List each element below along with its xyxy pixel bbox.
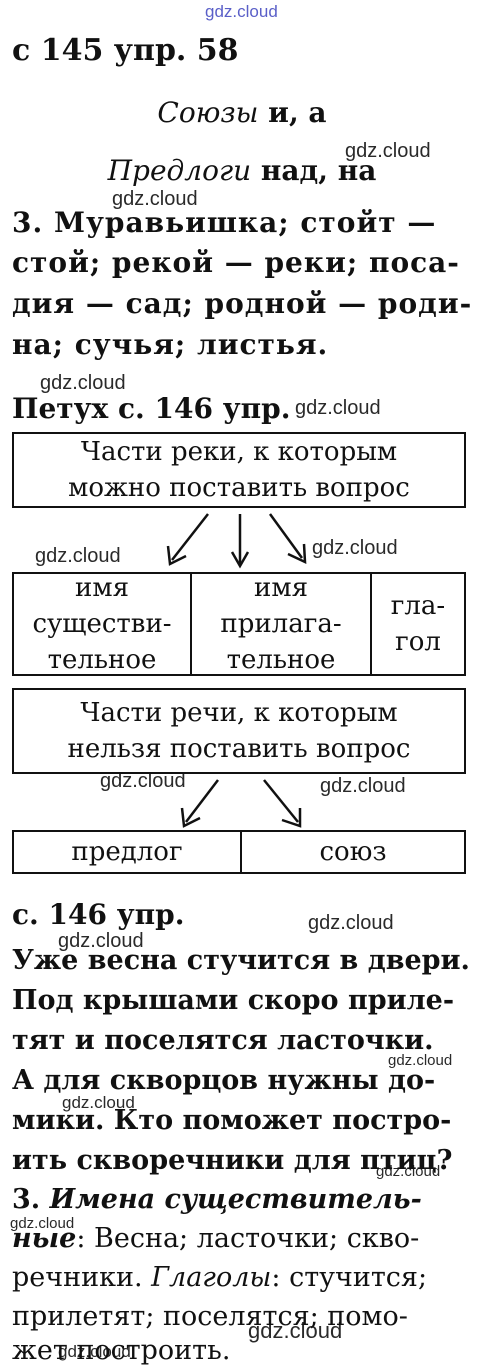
preposition-cell: предлог bbox=[12, 830, 242, 874]
watermark: gdz.cloud bbox=[10, 1215, 75, 1232]
text-line: речники. Глаголы: стучится; bbox=[12, 1261, 427, 1295]
section-heading: Петух с. 146 упр. bbox=[12, 392, 291, 425]
arrows-bottom bbox=[180, 779, 302, 828]
nouns-label-end: ные bbox=[12, 1223, 77, 1254]
cell-line: имя bbox=[75, 573, 129, 603]
adjective-cell: имя прилага- тельное bbox=[190, 572, 372, 676]
watermark: gdz.cloud bbox=[295, 397, 381, 419]
noun-cell: имя существи- тельное bbox=[12, 572, 192, 676]
watermark: gdz.cloud bbox=[320, 775, 406, 797]
conjunctions-label: Союзы bbox=[157, 96, 259, 129]
section-heading: с. 146 упр. bbox=[12, 898, 185, 931]
exercise-heading: с 145 упр. 58 bbox=[12, 33, 239, 68]
text-line: на; сучья; листья. bbox=[12, 328, 329, 361]
box-line: Части речи, к которым bbox=[80, 698, 398, 728]
conjunctions-line: Союзы и, а bbox=[0, 96, 484, 130]
text-line: Под крышами скоро приле- bbox=[12, 985, 455, 1016]
verbs-label: Глаголы bbox=[151, 1262, 272, 1293]
watermark: gdz.cloud bbox=[376, 1163, 441, 1180]
watermark: gdz.cloud bbox=[35, 545, 121, 567]
text-line: ные: Весна; ласточки; скво- bbox=[12, 1222, 419, 1256]
text-line: прилетят; поселятся; помо- bbox=[12, 1301, 408, 1332]
watermark: gdz.cloud bbox=[388, 1052, 453, 1069]
box-line: нельзя поставить вопрос bbox=[67, 734, 411, 764]
watermark: gdz.cloud bbox=[312, 537, 398, 559]
text-line: А для скворцов нужны до- bbox=[12, 1065, 436, 1096]
text-line: мики. Кто поможет постро- bbox=[12, 1105, 452, 1136]
watermark: gdz.cloud bbox=[205, 2, 278, 21]
watermark: gdz.cloud bbox=[100, 770, 186, 792]
watermark: gdz.cloud bbox=[248, 1318, 343, 1343]
cell-line: тельное bbox=[47, 645, 157, 675]
item-number: 3. bbox=[12, 1184, 41, 1215]
prepositions-line: Предлоги над, на bbox=[0, 154, 484, 188]
watermark: gdz.cloud bbox=[345, 140, 431, 162]
cell-line: гол bbox=[395, 627, 441, 657]
watermark: gdz.cloud bbox=[58, 930, 144, 952]
text-line: жет построить. bbox=[12, 1335, 231, 1366]
box-line: можно поставить вопрос bbox=[68, 473, 410, 503]
nouns-list: : Весна; ласточки; скво- bbox=[76, 1223, 420, 1254]
watermark: gdz.cloud bbox=[40, 372, 126, 394]
nouns-list-end: речники. bbox=[12, 1262, 152, 1293]
watermark: gdz.cloud bbox=[112, 188, 198, 210]
text-line: Уже весна стучится в двери. bbox=[12, 945, 470, 976]
text-line: 3. Муравьишка; стойт — bbox=[12, 206, 437, 239]
text-line: ить скворечники для птиц? bbox=[12, 1145, 453, 1176]
cell-line: прилага- bbox=[220, 609, 342, 639]
prepositions-values: над, на bbox=[251, 154, 377, 187]
arrows-top bbox=[166, 513, 307, 569]
conjunction-cell: союз bbox=[240, 830, 466, 874]
conjunctions-values: и, а bbox=[258, 96, 327, 129]
cell-line: имя bbox=[254, 573, 308, 603]
nouns-label: Имена существитель- bbox=[49, 1184, 422, 1215]
parts-without-question-box: Части речи, к которым нельзя поставить в… bbox=[12, 688, 466, 774]
text-line: тят и поселятся ласточки. bbox=[12, 1025, 434, 1056]
prepositions-label: Предлоги bbox=[107, 154, 252, 187]
text-line: 3. Имена существитель- bbox=[12, 1183, 422, 1217]
verbs-list: : стучится; bbox=[271, 1262, 428, 1293]
cell-line: существи- bbox=[32, 609, 172, 639]
watermark: gdz.cloud bbox=[62, 1093, 135, 1112]
watermark: gdz.cloud bbox=[58, 1342, 131, 1361]
text-line: дия — сад; родной — роди- bbox=[12, 287, 473, 320]
watermark: gdz.cloud bbox=[308, 912, 394, 934]
parts-with-question-box: Части реки, к которым можно поставить во… bbox=[12, 432, 466, 508]
cell-line: тельное bbox=[226, 645, 336, 675]
verb-cell: гла- гол bbox=[370, 572, 466, 676]
text-line: стой; рекой — реки; поса- bbox=[12, 246, 460, 279]
cell-line: гла- bbox=[390, 591, 446, 621]
box-line: Части реки, к которым bbox=[80, 437, 398, 467]
